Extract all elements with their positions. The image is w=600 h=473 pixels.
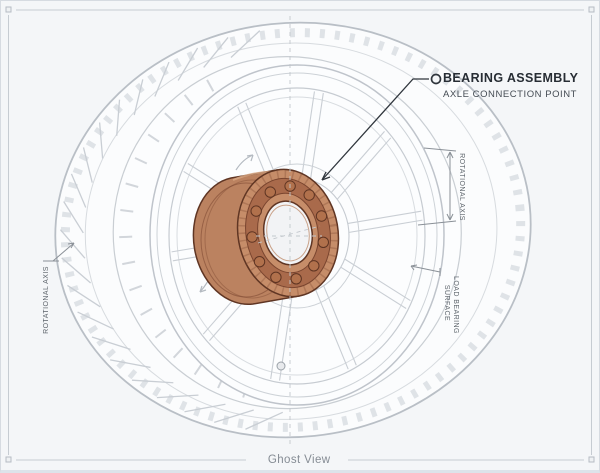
frame-border: [5, 6, 595, 463]
load-bearing-line2: SURFACE: [443, 284, 451, 322]
callout-title: BEARING ASSEMBLY: [443, 71, 579, 85]
dimension-rotational-axis: [417, 147, 457, 226]
callout-circle-marker: [430, 73, 442, 85]
bore: [262, 200, 314, 266]
leader-left-axis: [43, 242, 75, 262]
dim-arrow-top: [446, 151, 454, 159]
corner-mark-top-right: [588, 6, 595, 13]
leader-arrowhead: [321, 171, 331, 181]
callout-subtitle: AXLE CONNECTION POINT: [443, 89, 578, 100]
tread-block-ring: [60, 28, 526, 432]
bearing-ball: [308, 260, 320, 272]
corner-mark-top-left: [5, 6, 12, 13]
rotational-axis-label-left: ROTATIONAL AXIS: [43, 266, 50, 334]
bearing-balls: [246, 180, 329, 285]
callout-leader: [321, 73, 442, 181]
shoulder-dash-marks: [119, 79, 248, 398]
tread-hatch-marks: [59, 30, 284, 430]
corner-mark-bottom-right: [588, 456, 595, 463]
bearing-ball: [303, 189, 315, 201]
load-bearing-surface-label: LOAD BEARING SURFACE: [441, 276, 460, 334]
axis-diagonal-centerline: [257, 225, 321, 244]
bearing-ball: [253, 256, 266, 268]
left-leader-arrowhead: [67, 242, 75, 249]
load-leader-arrowhead: [410, 264, 418, 271]
bearing-ball: [290, 273, 302, 285]
corner-mark-bottom-left: [5, 456, 12, 463]
leader-load-bearing: [410, 264, 441, 276]
arrowhead-lower: [199, 285, 207, 293]
bearing-ball: [246, 231, 258, 243]
load-bearing-line1: LOAD BEARING: [452, 276, 459, 334]
bearing-ball: [317, 236, 329, 249]
dim-arrow-bottom: [446, 213, 454, 221]
bearing-ball: [315, 210, 328, 222]
bearing-ball: [270, 271, 282, 283]
bearing-ball: [264, 186, 276, 198]
arrowhead-upper: [246, 154, 254, 162]
bearing-assembly: [192, 168, 340, 306]
view-type-label: Ghost View: [267, 454, 331, 466]
rotational-axis-label-right: ROTATIONAL AXIS: [458, 153, 465, 221]
valve-stem: [276, 361, 286, 371]
centerlines: [256, 16, 322, 448]
bearing-ball: [250, 205, 262, 217]
bearing-face-hatch: [237, 170, 339, 296]
